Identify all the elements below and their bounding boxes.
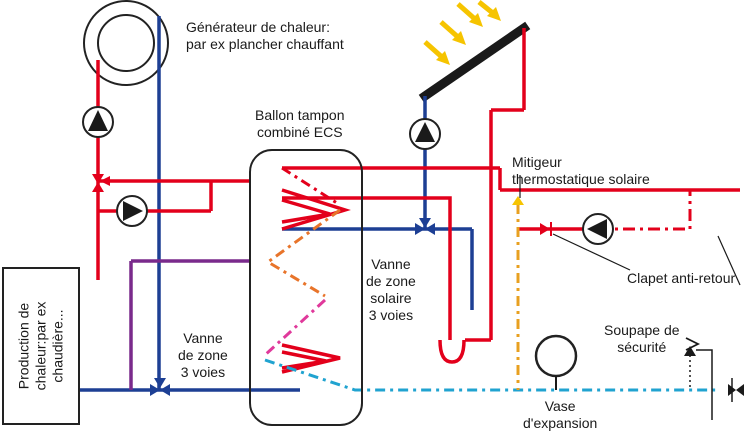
solar-panel-icon bbox=[418, 21, 531, 103]
stratification-lines bbox=[263, 166, 720, 392]
tank-label: Ballon tampon combiné ECS bbox=[255, 107, 345, 140]
leader-lines bbox=[519, 175, 741, 286]
safety-valve-pipe bbox=[696, 349, 713, 420]
expansion-vessel-icon bbox=[534, 334, 578, 390]
solar-valve-label: Vanne de zone solaire 3 voies bbox=[366, 256, 416, 323]
check-valve-icon bbox=[728, 378, 744, 402]
solar-u-bend bbox=[438, 339, 466, 364]
mixer-arrow bbox=[512, 196, 524, 205]
pump-icon bbox=[409, 118, 441, 150]
hot-water-outlets bbox=[282, 166, 740, 231]
check-valve-label: Clapet anti-retour bbox=[627, 270, 736, 286]
production-label: Production de chaleur:par ex chaudière..… bbox=[15, 301, 66, 391]
safety-valve-label: Soupape de sécurité bbox=[604, 322, 680, 355]
heat-production-box: Production de chaleur:par ex chaudière..… bbox=[2, 267, 80, 425]
heat-exchanger-coil-icon bbox=[281, 188, 351, 374]
buffer-tank bbox=[249, 149, 363, 426]
mixer-label: Mitigeur thermostatique solaire bbox=[512, 154, 650, 187]
sun-ray-icon bbox=[423, 0, 501, 65]
expansion-vessel-label: Vase d'expansion bbox=[523, 398, 598, 431]
pump-icon bbox=[582, 213, 614, 245]
purple-pipe bbox=[129, 259, 250, 390]
generator-label: Générateur de chaleur: par ex plancher c… bbox=[186, 19, 344, 52]
safety-valve-icon bbox=[684, 337, 701, 356]
heat-generator bbox=[83, 0, 169, 86]
three-way-valve-icon bbox=[150, 378, 170, 396]
zone-valve-label: Vanne de zone 3 voies bbox=[178, 330, 228, 380]
three-way-valve-icon bbox=[92, 174, 110, 192]
pump-icon bbox=[82, 106, 114, 138]
check-valve-icon bbox=[540, 222, 552, 236]
pump-icon bbox=[116, 195, 148, 227]
three-way-valve-icon bbox=[415, 218, 435, 235]
